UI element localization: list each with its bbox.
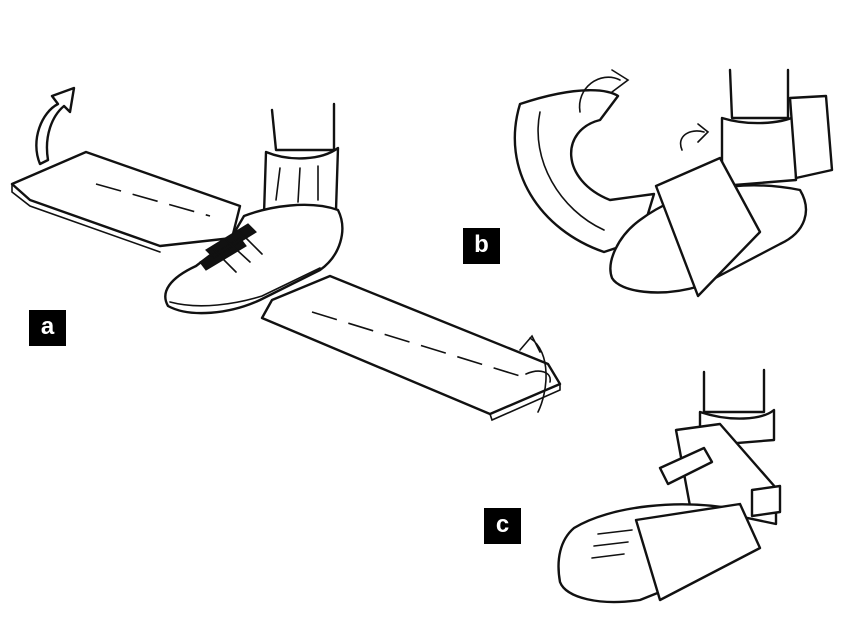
leg-b xyxy=(730,70,788,118)
panel-a-drawing xyxy=(12,88,560,420)
panel-label-b: b xyxy=(463,228,500,264)
leg-c xyxy=(704,370,764,412)
strap-right xyxy=(262,276,560,414)
wrap-panel xyxy=(656,158,760,296)
curved-arrow-icon xyxy=(580,70,628,112)
panel-label-c: c xyxy=(484,508,521,544)
strap-left xyxy=(12,152,240,246)
sock-b xyxy=(722,116,796,186)
velcro-tab xyxy=(660,448,712,484)
wrap-panel xyxy=(636,504,760,600)
curved-strap xyxy=(515,90,654,252)
curved-arrow-icon xyxy=(36,88,74,164)
shoe-a xyxy=(165,205,342,313)
ankle-strap xyxy=(790,96,832,178)
panel-b-drawing xyxy=(515,70,832,296)
sock-a xyxy=(264,148,338,214)
panel-label-a: a xyxy=(29,310,66,346)
leg-a xyxy=(272,104,334,150)
panel-c-drawing xyxy=(559,370,780,602)
